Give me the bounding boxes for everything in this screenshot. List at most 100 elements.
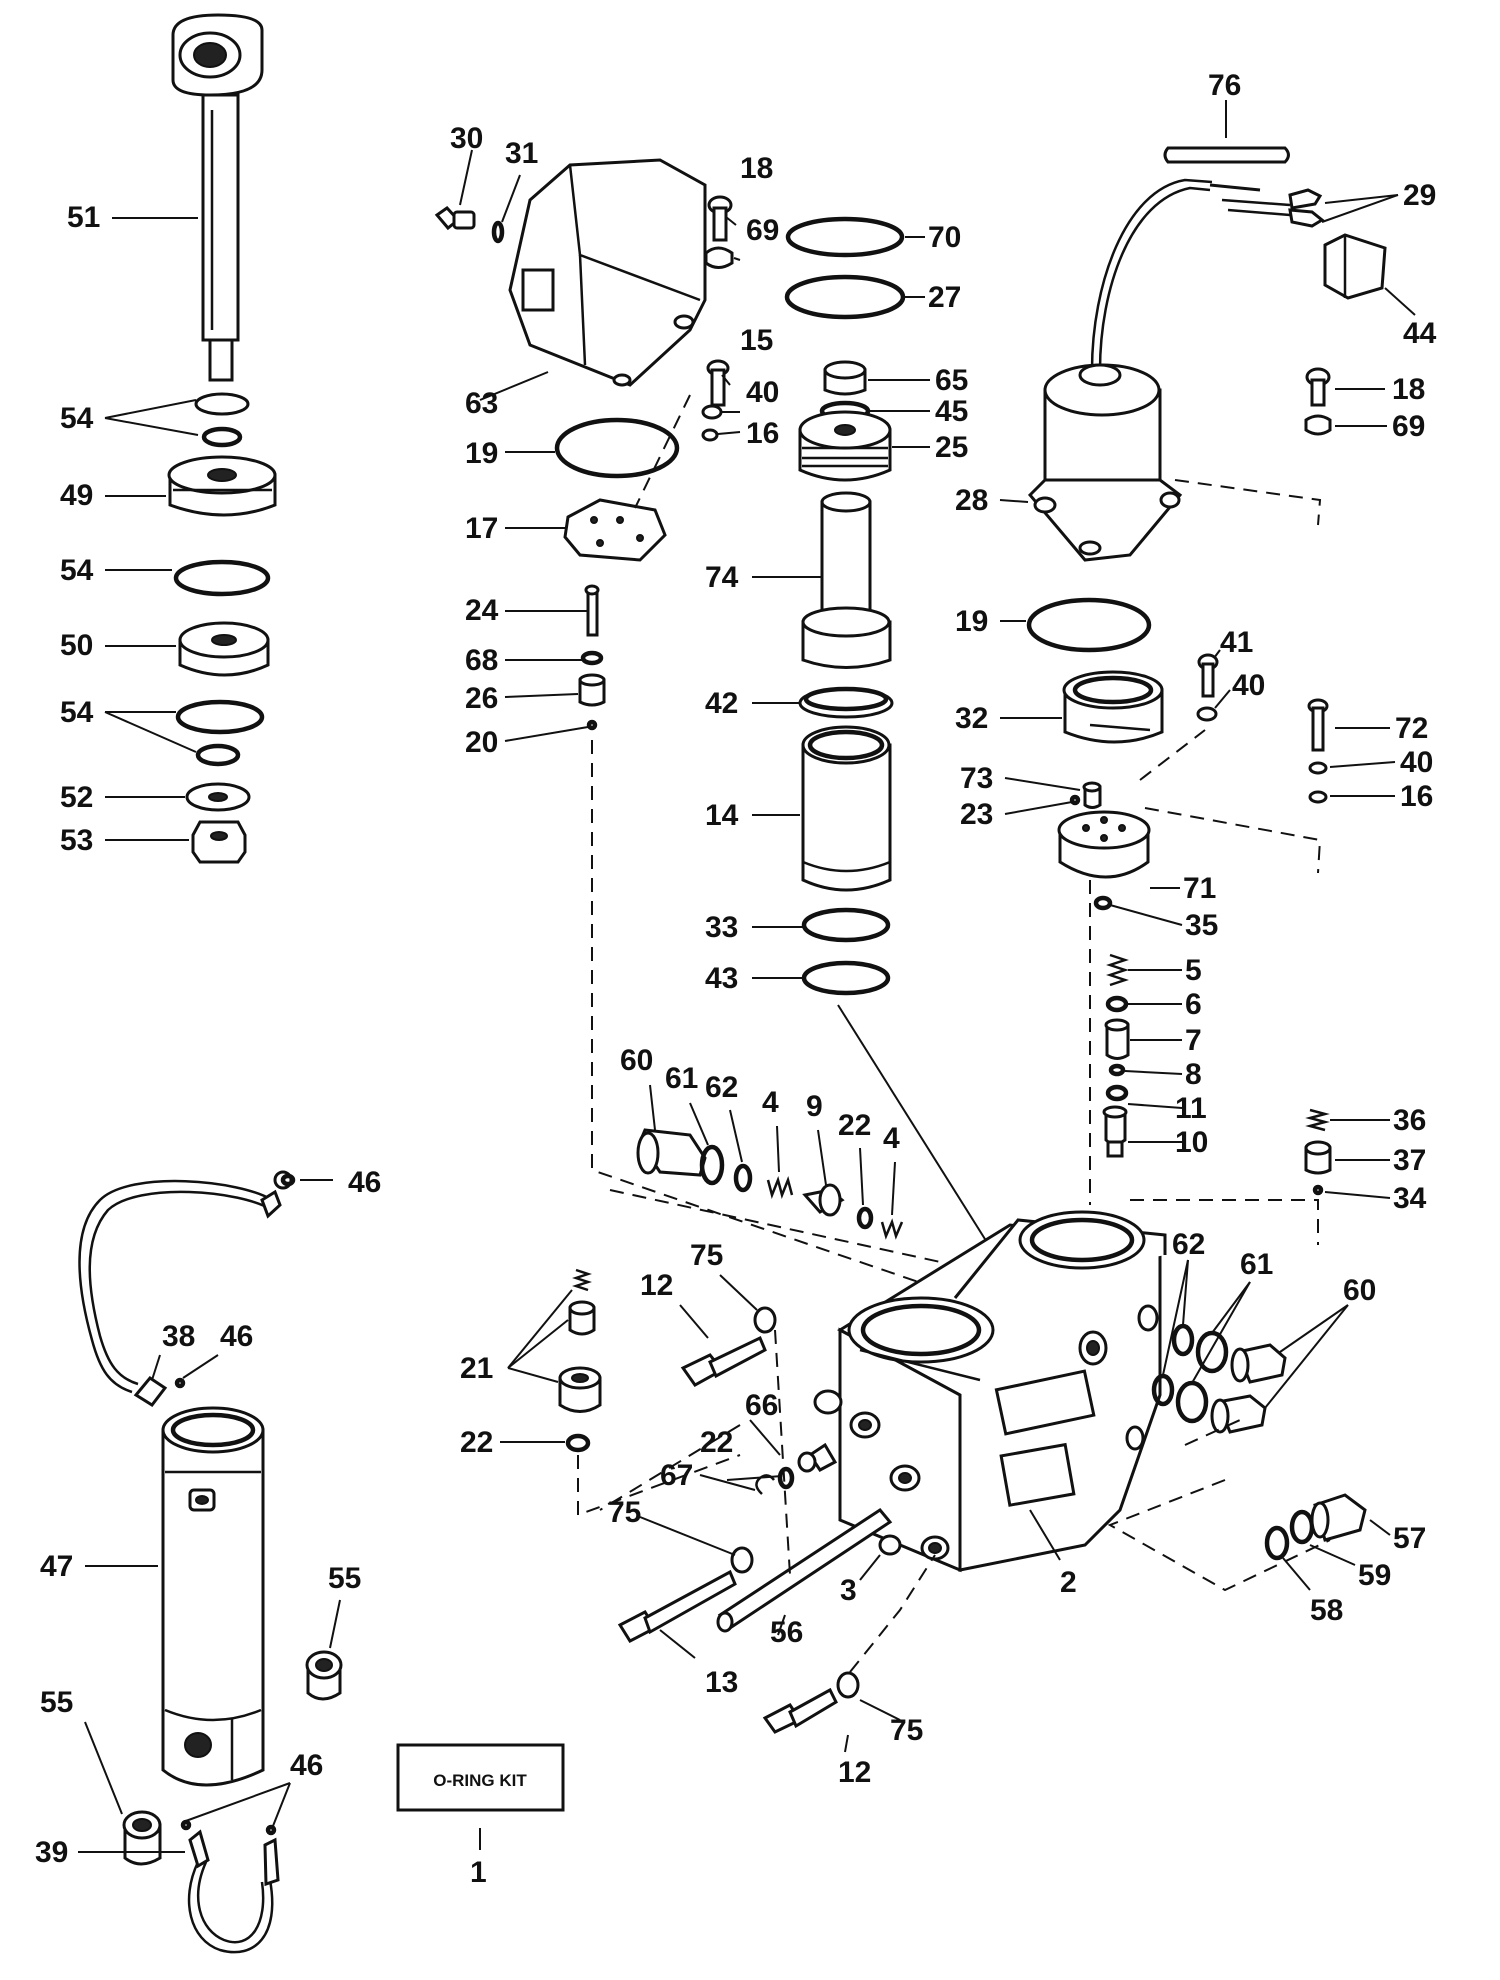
- label-10: 10: [1175, 1126, 1208, 1159]
- label-36: 36: [1393, 1104, 1426, 1137]
- label-50: 50: [60, 629, 93, 662]
- label-11: 11: [1175, 1092, 1207, 1125]
- label-74: 74: [705, 561, 739, 594]
- centerline-75: [774, 1329, 791, 1576]
- label-47: 47: [40, 1550, 73, 1583]
- label-43: 43: [705, 962, 738, 995]
- label-5: 5: [1185, 954, 1202, 987]
- label-4b: 4: [883, 1122, 900, 1155]
- label-65: 65: [935, 364, 968, 397]
- label-22c: 22: [700, 1426, 733, 1459]
- label-67: 67: [660, 1459, 693, 1492]
- leaders-right: [1000, 649, 1396, 1199]
- side-plugs: [1151, 1323, 1287, 1434]
- o-ring-kit-label: O-RING KIT: [433, 1771, 527, 1790]
- o-ring-kit: O-RING KIT: [396, 1743, 565, 1850]
- leaders-side: [1162, 1259, 1349, 1409]
- centerline-15: [634, 394, 691, 509]
- label-26: 26: [465, 682, 498, 715]
- release-parts: [636, 1128, 904, 1240]
- label-54b: 54: [60, 554, 94, 587]
- label-40b: 40: [1232, 669, 1265, 702]
- label-52: 52: [60, 781, 93, 814]
- label-15: 15: [740, 324, 773, 357]
- centerline-17: [591, 740, 1001, 1311]
- label-75b: 75: [608, 1496, 641, 1529]
- centerline-57: [1107, 1479, 1331, 1592]
- label-8: 8: [1185, 1058, 1202, 1091]
- label-56: 56: [770, 1616, 803, 1649]
- label-61b: 61: [1240, 1248, 1273, 1281]
- label-60b: 60: [1343, 1274, 1376, 1307]
- leaders-left: [104, 217, 199, 841]
- label-1: 1: [470, 1856, 487, 1889]
- leader-2: [1029, 1509, 1061, 1561]
- label-69a: 69: [746, 214, 779, 247]
- centerline-check: [577, 1454, 741, 1517]
- cylinder-assembly: [78, 1170, 343, 1954]
- leaders-center: [752, 236, 996, 1256]
- label-19b: 19: [955, 605, 988, 638]
- label-31: 31: [505, 137, 538, 170]
- label-16b: 16: [1400, 780, 1433, 813]
- label-73: 73: [960, 762, 993, 795]
- label-46c: 46: [290, 1749, 323, 1782]
- label-37: 37: [1393, 1144, 1426, 1177]
- label-62a: 62: [705, 1071, 738, 1104]
- centerline-fittings: [599, 1424, 741, 1511]
- label-53: 53: [60, 824, 93, 857]
- label-22a: 22: [838, 1109, 871, 1142]
- label-41: 41: [1220, 626, 1253, 659]
- label-75c: 75: [890, 1714, 923, 1747]
- label-76: 76: [1208, 69, 1241, 102]
- label-68: 68: [465, 644, 498, 677]
- label-14: 14: [705, 799, 739, 832]
- check-valve: [558, 1268, 602, 1453]
- leaders-bolts: [639, 1274, 901, 1753]
- label-55a: 55: [328, 1562, 361, 1595]
- label-32: 32: [955, 702, 988, 735]
- label-54c: 54: [60, 696, 94, 729]
- label-55b: 55: [40, 1686, 73, 1719]
- label-62b: 62: [1172, 1228, 1205, 1261]
- label-6: 6: [1185, 988, 1202, 1021]
- label-27: 27: [928, 281, 961, 314]
- part-labels: 51 54 49 54 50 54 52 53 30 31 63 19 17 2…: [35, 69, 1437, 1889]
- centerline-12: [849, 1554, 936, 1673]
- label-18b: 18: [1392, 373, 1425, 406]
- label-38: 38: [162, 1320, 195, 1353]
- label-18a: 18: [740, 152, 773, 185]
- reservoir-assembly: [434, 158, 734, 731]
- label-12a: 12: [640, 1269, 673, 1302]
- fitting-57: [1264, 1493, 1367, 1561]
- label-44: 44: [1403, 317, 1437, 350]
- centerline-release: [609, 1189, 1001, 1276]
- leaders-check: [500, 1289, 573, 1443]
- label-45: 45: [935, 395, 968, 428]
- label-35: 35: [1185, 909, 1218, 942]
- label-33: 33: [705, 911, 738, 944]
- label-12b: 12: [838, 1756, 871, 1789]
- label-40a: 40: [746, 376, 779, 409]
- label-59: 59: [1358, 1559, 1391, 1592]
- label-29: 29: [1403, 179, 1436, 212]
- label-3: 3: [840, 1574, 857, 1607]
- centerline-side: [1184, 1419, 1241, 1446]
- leaders-57: [1282, 1519, 1391, 1591]
- centerline-72: [1144, 807, 1322, 874]
- label-58: 58: [1310, 1594, 1343, 1627]
- label-20: 20: [465, 726, 498, 759]
- label-63: 63: [465, 387, 498, 420]
- label-66: 66: [745, 1389, 778, 1422]
- leaders-upper-right: [999, 100, 1416, 622]
- label-49: 49: [60, 479, 93, 512]
- label-4a: 4: [762, 1086, 779, 1119]
- label-69b: 69: [1392, 410, 1425, 443]
- label-17: 17: [465, 512, 498, 545]
- label-46b: 46: [220, 1320, 253, 1353]
- label-21: 21: [460, 1352, 493, 1385]
- label-42: 42: [705, 687, 738, 720]
- label-13: 13: [705, 1666, 738, 1699]
- valve-stack: [1057, 653, 1332, 1196]
